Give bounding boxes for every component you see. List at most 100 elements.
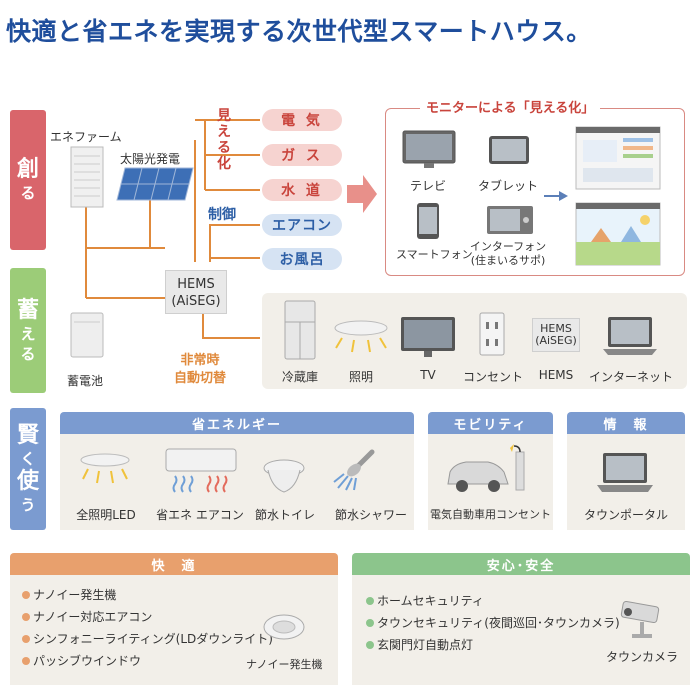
security-camera-icon (620, 600, 660, 638)
side-label-create: 創 る (10, 110, 46, 250)
energy-aircon-label: 省エネ エアコン (156, 508, 244, 522)
battery-icon (70, 312, 104, 358)
arrow-right-small-icon (544, 191, 568, 201)
safety-item-text: タウンセキュリティ(夜間巡回･タウンカメラ) (377, 616, 620, 630)
page-title: 快適と省エネを実現する次世代型スマートハウス。 (6, 17, 592, 46)
info-portal-label: タウンポータル (583, 508, 668, 522)
hems-controller: HEMS (AiSEG) (165, 270, 227, 314)
enefarm-icon (70, 146, 104, 208)
monitor-tv-label: テレビ (410, 179, 447, 193)
energy-led-label: 全照明LED (76, 508, 136, 522)
visualize-label: 見 え る 化 (216, 108, 232, 172)
monitor-screen-2-icon (575, 202, 661, 266)
backup-tv-label: TV (420, 368, 436, 382)
tv-backup-icon (401, 317, 455, 357)
hems-label-1: HEMS (177, 277, 215, 292)
side-label-smart-kana2: う (20, 496, 36, 514)
control-label: 制御 (208, 207, 236, 223)
utility-gas: ガ ス (262, 144, 342, 166)
side-label-smart-kana1: く (20, 450, 36, 468)
comfort-item: シンフォニーライティング(LDダウンライト) (22, 630, 273, 647)
comfort-section-header: 快 適 (10, 553, 338, 575)
monitor-tablet-label: タブレット (478, 179, 539, 193)
monitor-smartphone-label: スマートフォン (396, 248, 473, 261)
laptop-icon (603, 317, 657, 355)
monitor-panel-title: モニターによる「見える化」 (420, 97, 601, 116)
portal-laptop-icon (597, 453, 653, 492)
monitor-screen-1-icon (575, 126, 661, 190)
enefarm-label: エネファーム (50, 130, 122, 144)
safety-section-header: 安心･安全 (352, 553, 690, 575)
bullet-dot (366, 596, 374, 605)
control-bath: お風呂 (262, 248, 342, 270)
comfort-item: パッシブウインドウ (22, 652, 141, 669)
battery-label: 蓄電池 (67, 374, 104, 388)
backup-outlet-label: コンセント (462, 370, 523, 384)
backup-light-label: 照明 (348, 370, 373, 384)
tv-icon (402, 130, 456, 168)
comfort-item: ナノイー発生機 (22, 586, 116, 603)
bullet-dot (366, 618, 374, 627)
safety-item: 玄関門灯自動点灯 (366, 636, 473, 653)
utility-water: 水 道 (262, 179, 342, 201)
outlet-icon (479, 312, 505, 356)
nanoe-device-icon (263, 614, 305, 640)
side-label-store-char: 蓄 (16, 297, 39, 323)
emergency-switch-label: 非常時 自動切替 (168, 352, 232, 388)
side-label-create-char: 創 (16, 157, 39, 182)
toilet-icon (263, 459, 305, 493)
side-label-smart: 賢 く 使 う (10, 408, 46, 530)
hems-label-2: (AiSEG) (171, 294, 221, 309)
safety-device-label: タウンカメラ (606, 650, 679, 664)
solar-panel-icon (116, 167, 194, 201)
hems-small-line1: HEMS (540, 322, 572, 335)
safety-item: タウンセキュリティ(夜間巡回･タウンカメラ) (366, 614, 620, 631)
visualize-char-1: 見 (217, 108, 231, 124)
energy-toilet-label: 節水トイレ (254, 508, 315, 522)
ev-car-icon (447, 444, 525, 492)
bullet-dot (366, 640, 374, 649)
side-label-store: 蓄 え る (10, 268, 46, 393)
solar-label: 太陽光発電 (120, 152, 181, 166)
backup-internet-label: インターネット (588, 370, 673, 384)
safety-section-body (352, 575, 690, 685)
ceiling-light-icon (334, 320, 388, 353)
bullet-dot (22, 590, 30, 599)
tablet-icon (489, 136, 529, 164)
safety-item-text: ホームセキュリティ (377, 594, 484, 608)
aircon-icon (165, 448, 237, 493)
smartphone-icon (417, 203, 439, 239)
monitor-intercom-label: インターフォン (住まいるサポ) (466, 240, 550, 268)
hems-small-icon: HEMS (AiSEG) (532, 318, 580, 352)
comfort-item: ナノイー対応エアコン (22, 608, 152, 625)
energy-shower-label: 節水シャワー (334, 508, 407, 522)
mobility-ev-label: 電気自動車用コンセント (430, 508, 551, 521)
visualize-char-4: 化 (217, 156, 231, 172)
bullet-dot (22, 612, 30, 621)
comfort-item-text: パッシブウインドウ (33, 654, 142, 668)
visualize-char-2: え (217, 124, 231, 140)
emergency-line2: 自動切替 (173, 371, 226, 386)
utility-electricity: 電 気 (262, 109, 342, 131)
control-aircon: エアコン (262, 214, 342, 236)
comfort-item-text: シンフォニーライティング(LDダウンライト) (33, 632, 273, 646)
bullet-dot (22, 634, 30, 643)
backup-fridge-label: 冷蔵庫 (281, 370, 318, 384)
side-label-create-kana: る (20, 184, 36, 202)
led-light-icon (80, 453, 130, 484)
shower-icon (333, 449, 375, 491)
fridge-icon (284, 300, 316, 360)
hems-small-line2: (AiSEG) (535, 334, 577, 347)
side-label-store-kana2: る (20, 344, 36, 363)
side-label-smart-char2: 使 (16, 469, 39, 494)
info-section-header: 情 報 (567, 412, 685, 434)
visualize-char-3: る (217, 140, 231, 156)
comfort-item-text: ナノイー発生機 (33, 588, 117, 602)
backup-hems-label: HEMS (538, 368, 574, 382)
emergency-line1: 非常時 (180, 353, 220, 368)
bullet-dot (22, 656, 30, 665)
comfort-device-label: ナノイー発生機 (246, 658, 323, 671)
arrow-right-icon (347, 175, 377, 213)
mobility-section-header: モビリティ (428, 412, 553, 434)
